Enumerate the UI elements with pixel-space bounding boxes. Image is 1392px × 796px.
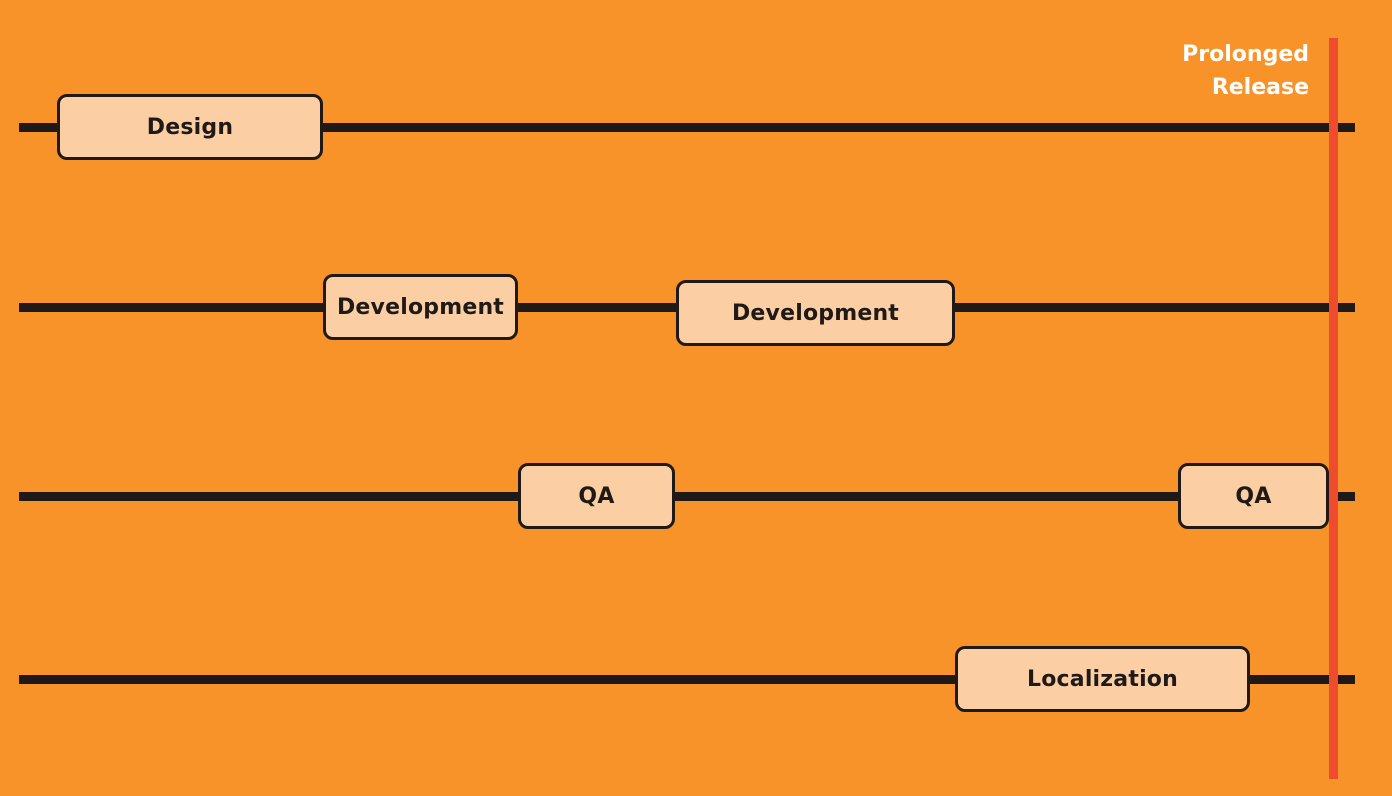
task-localization: Localization (955, 646, 1250, 712)
lane-line-3 (19, 492, 1355, 501)
task-qa-1: QA (518, 463, 675, 529)
task-design: Design (57, 94, 323, 160)
task-development-2: Development (676, 280, 955, 346)
task-label: Development (336, 294, 505, 320)
release-marker-label: Prolonged Release (1109, 38, 1309, 104)
task-label: Development (731, 300, 900, 326)
task-label: QA (578, 483, 615, 509)
task-qa-2: QA (1178, 463, 1329, 529)
task-label: Design (146, 114, 234, 140)
task-label: Localization (1027, 666, 1178, 692)
lane-line-4 (19, 675, 1355, 684)
lane-line-1 (19, 123, 1355, 132)
task-label: QA (1235, 483, 1272, 509)
release-marker-line (1329, 38, 1338, 779)
release-label-line2: Release (1211, 75, 1309, 100)
release-label-line1: Prolonged (1182, 42, 1309, 67)
task-development-1: Development (323, 274, 518, 340)
